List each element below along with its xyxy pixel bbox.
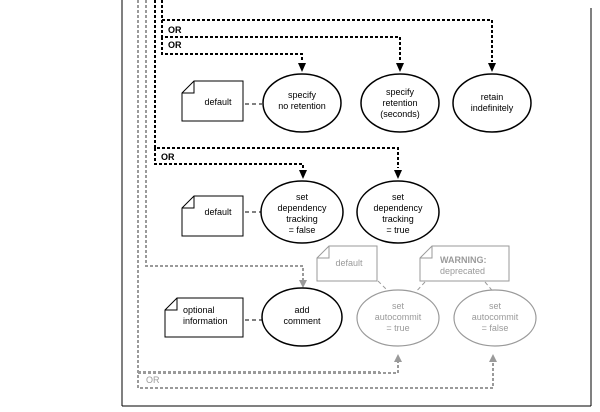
svg-text:default: default <box>204 97 232 107</box>
svg-text:tracking: tracking <box>382 214 414 224</box>
path-autocommit-false <box>137 0 494 389</box>
svg-text:autocommit: autocommit <box>375 312 422 322</box>
or-label-top-first: OR <box>168 25 182 35</box>
path-dependency-false <box>154 148 304 168</box>
note-autocommit-default: default <box>316 245 378 282</box>
svg-text:specify: specify <box>386 87 415 97</box>
svg-text:add: add <box>294 305 309 315</box>
node-specify-no-retention: specify no retention <box>262 73 342 133</box>
svg-text:comment: comment <box>283 316 321 326</box>
node-add-comment: add comment <box>261 287 343 347</box>
node-retain-indefinitely: retain indefinitely <box>452 73 532 133</box>
path-specify-no-retention <box>161 37 303 62</box>
svg-text:default: default <box>204 207 232 217</box>
svg-text:set: set <box>489 301 502 311</box>
svg-text:set: set <box>392 301 405 311</box>
svg-text:= false: = false <box>482 323 509 333</box>
or-label-top-second: OR <box>168 40 182 50</box>
note-optional-information: optional information <box>164 297 244 338</box>
node-dependency-true: set dependency tracking = true <box>356 180 440 244</box>
svg-text:set: set <box>392 192 405 202</box>
arrow-retention <box>396 63 404 72</box>
svg-text:dependency: dependency <box>373 203 423 213</box>
path-retain-indefinitely <box>161 0 493 62</box>
arrow-autocommit-true <box>394 354 402 362</box>
svg-text:(seconds): (seconds) <box>380 109 420 119</box>
svg-text:information: information <box>183 316 228 326</box>
path-add-comment <box>145 0 304 280</box>
svg-text:= false: = false <box>289 225 316 235</box>
svg-text:optional: optional <box>183 305 215 315</box>
svg-text:indefinitely: indefinitely <box>471 103 514 113</box>
svg-text:= true: = true <box>386 225 409 235</box>
note-dependency-default: default <box>181 195 244 237</box>
svg-text:retain: retain <box>481 92 504 102</box>
node-specify-retention: specify retention (seconds) <box>360 73 440 133</box>
svg-text:autocommit: autocommit <box>472 312 519 322</box>
or-label-dependency: OR <box>161 152 175 162</box>
svg-text:= true: = true <box>386 323 409 333</box>
node-dependency-false: set dependency tracking = false <box>260 180 344 244</box>
svg-text:no retention: no retention <box>278 101 326 111</box>
arrow-no-retention <box>298 63 306 72</box>
svg-text:retention: retention <box>382 98 417 108</box>
path-specify-retention <box>161 20 401 62</box>
svg-text:tracking: tracking <box>286 214 318 224</box>
arrow-dependency-false <box>299 170 307 179</box>
svg-text:set: set <box>296 192 309 202</box>
arrow-add-comment <box>299 280 307 288</box>
node-autocommit-false: set autocommit = false <box>453 289 537 347</box>
or-label-autocommit: OR <box>146 375 160 385</box>
path-dependency-true <box>154 0 399 168</box>
svg-text:specify: specify <box>288 90 317 100</box>
svg-text:deprecated: deprecated <box>440 266 485 276</box>
arrow-dependency-true <box>394 170 402 179</box>
node-autocommit-true: set autocommit = true <box>356 289 440 347</box>
svg-text:WARNING:: WARNING: <box>440 255 487 265</box>
svg-text:dependency: dependency <box>277 203 327 213</box>
black-paths <box>154 0 493 168</box>
arrow-autocommit-false <box>489 354 497 362</box>
note-retention-default: default <box>181 80 244 122</box>
note-autocommit-warning: WARNING: deprecated <box>419 245 510 282</box>
gray-paths <box>137 0 494 389</box>
svg-text:default: default <box>335 258 363 268</box>
arrow-indefinitely <box>488 63 496 72</box>
